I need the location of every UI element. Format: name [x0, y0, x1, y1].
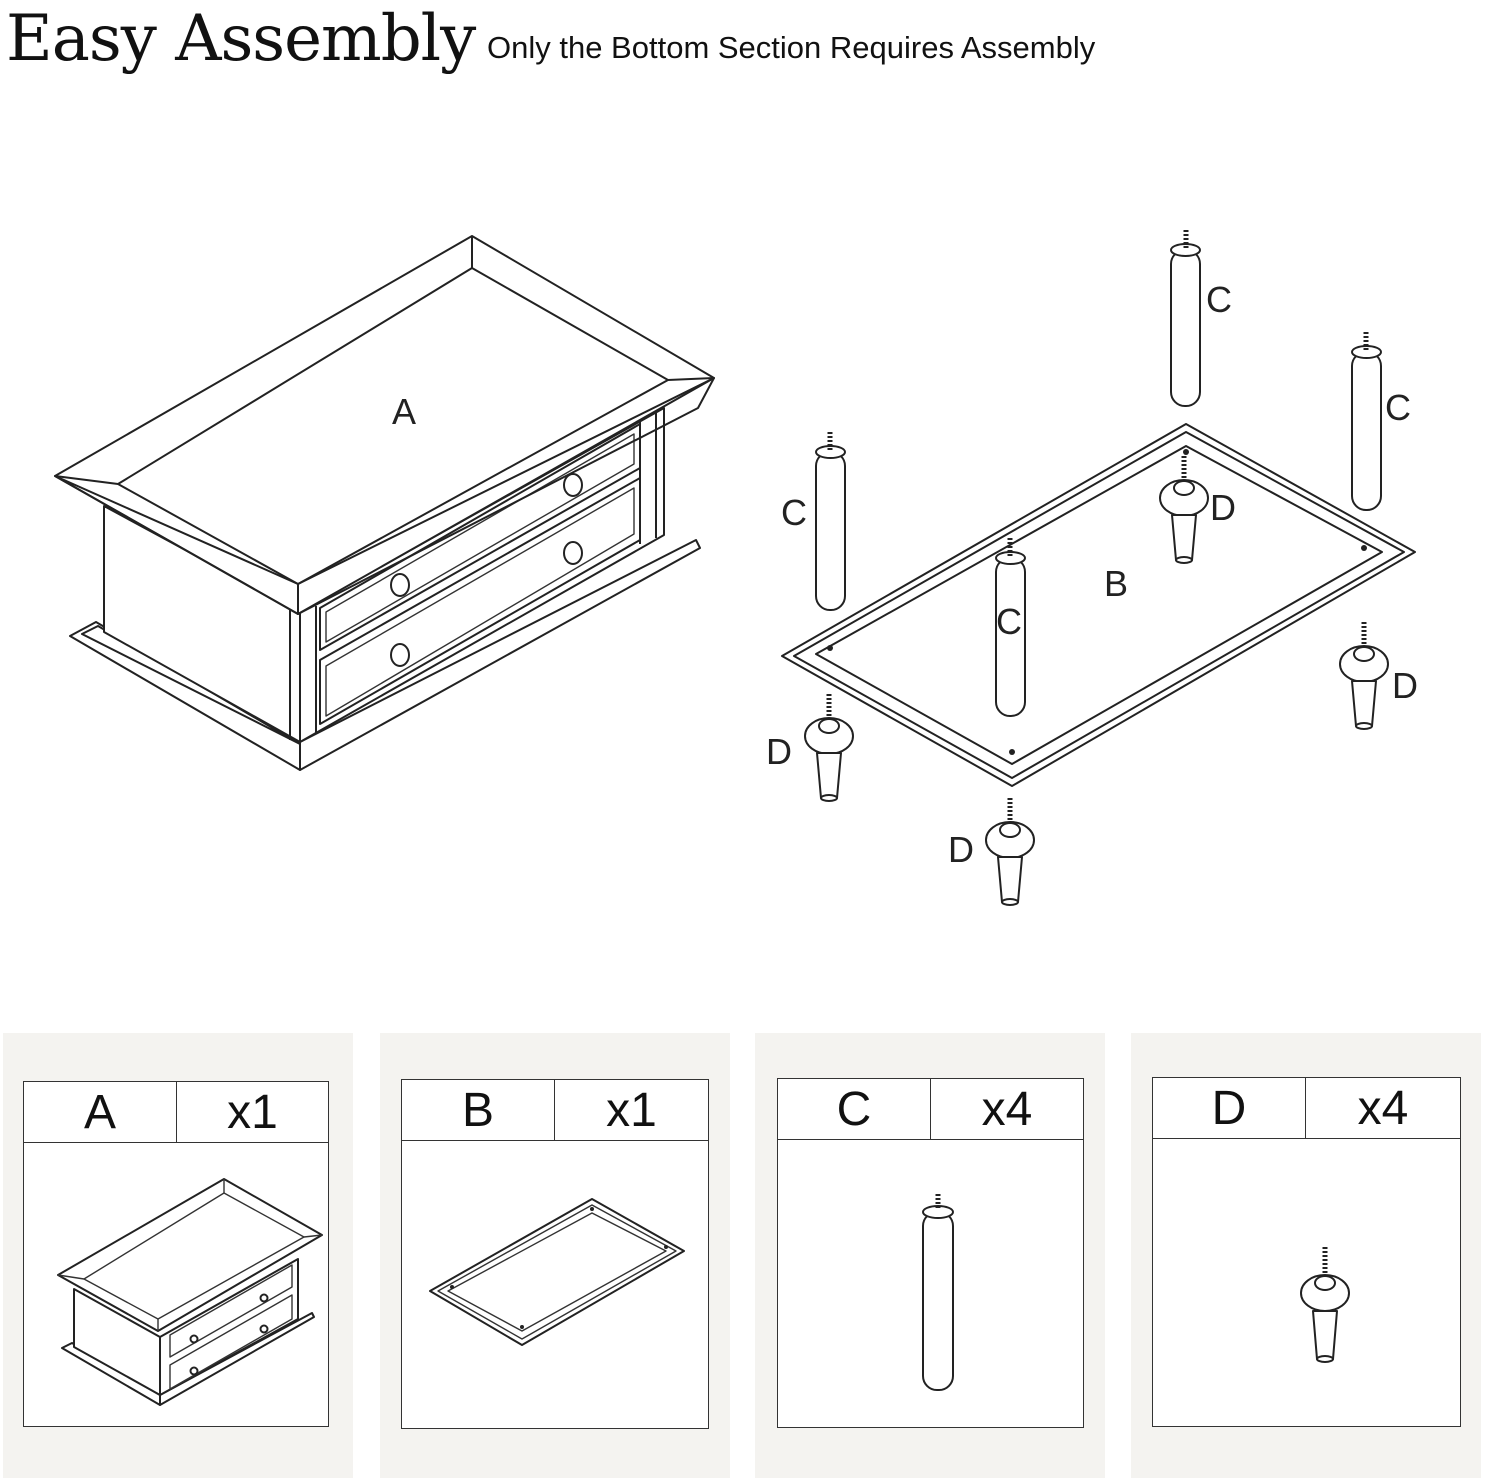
part-quantity: x4	[981, 1083, 1033, 1136]
base-plate-icon	[429, 1198, 685, 1346]
page-title: Easy Assembly	[6, 2, 476, 76]
part-box: A x1	[23, 1081, 329, 1427]
label-d-4: D	[948, 829, 974, 870]
part-box: D x4	[1152, 1077, 1461, 1427]
leg-rod	[995, 538, 1026, 717]
part-letter: A	[24, 1082, 177, 1142]
label-c-2: C	[1385, 387, 1411, 428]
part-card-d: D x4	[1131, 1033, 1481, 1478]
page-subtitle: Only the Bottom Section Requires Assembl…	[487, 30, 1096, 65]
label-a: A	[392, 391, 416, 432]
tapered-foot	[1339, 622, 1389, 730]
part-quantity: x4	[1357, 1082, 1409, 1135]
leg-rods	[815, 230, 1382, 717]
part-quantity: x1	[606, 1084, 657, 1137]
label-d-1: D	[1210, 487, 1236, 528]
part-box: B x1	[401, 1079, 709, 1429]
assembly-diagram: A B C C C C	[54, 230, 1418, 906]
tapered-foot	[1159, 456, 1209, 564]
part-header: A x1	[24, 1082, 328, 1143]
part-quantity: x1	[227, 1086, 278, 1139]
jewelry-chest-icon	[57, 1178, 323, 1406]
chest-illustration	[54, 235, 715, 771]
label-c-3: C	[781, 492, 807, 533]
base-plate-illustration	[781, 423, 1416, 787]
tapered-foot	[985, 798, 1035, 906]
label-d-2: D	[1392, 665, 1418, 706]
part-letter: B	[402, 1080, 555, 1140]
part-header: B x1	[402, 1080, 708, 1141]
tapered-feet	[804, 456, 1389, 906]
part-letter: C	[778, 1079, 931, 1139]
part-card-b: B x1	[380, 1033, 730, 1478]
tapered-foot-icon	[1300, 1247, 1350, 1363]
label-b-diagram: B	[1104, 563, 1128, 604]
tapered-foot	[804, 694, 854, 802]
part-header: D x4	[1153, 1078, 1460, 1139]
leg-rod	[815, 432, 846, 611]
part-card-c: C x4	[755, 1033, 1105, 1478]
part-box: C x4	[777, 1078, 1084, 1428]
part-card-a: A x1	[3, 1033, 353, 1478]
part-header: C x4	[778, 1079, 1083, 1140]
leg-rod	[1351, 332, 1382, 511]
label-c-4: C	[996, 601, 1022, 642]
leg-rod-icon	[922, 1194, 954, 1391]
part-letter: D	[1153, 1078, 1306, 1138]
label-d-3: D	[766, 731, 792, 772]
leg-rod	[1170, 230, 1201, 407]
label-c-1: C	[1206, 279, 1232, 320]
